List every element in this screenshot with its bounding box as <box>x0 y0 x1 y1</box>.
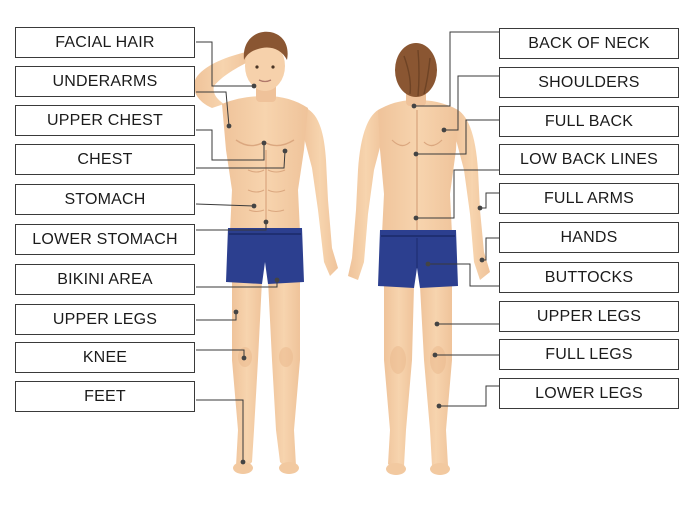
label-lower-stomach: LOWER STOMACH <box>15 224 195 255</box>
back-calf-shade-right <box>430 346 446 374</box>
leader-facial-hair <box>196 41 254 87</box>
front-mouth <box>258 79 272 83</box>
back-right-leg <box>420 284 452 470</box>
label-full-legs: FULL LEGS <box>499 339 679 370</box>
leader-full-arms <box>480 192 499 209</box>
right-leader-dots <box>411 103 485 409</box>
back-calf-shade-left <box>390 346 406 374</box>
leader-shoulders <box>444 75 499 131</box>
leader-back-of-neck <box>414 31 499 107</box>
label-knee: KNEE <box>15 342 195 373</box>
dot-chest <box>282 148 288 154</box>
front-abs-row-2 <box>247 189 286 193</box>
dot-full-arms <box>477 205 483 211</box>
dot-full-legs <box>432 352 438 358</box>
front-hair <box>243 31 288 60</box>
leader-stomach <box>195 203 255 207</box>
dot-underarms <box>226 123 232 129</box>
dot-stomach <box>251 203 257 209</box>
dot-feet <box>240 459 246 465</box>
front-eye-left <box>255 65 259 69</box>
leader-low-back-lines <box>416 169 499 219</box>
front-knee-shade-right <box>279 347 293 367</box>
leader-underarms <box>196 91 230 127</box>
label-stomach: STOMACH <box>15 184 195 215</box>
leader-upper-chest <box>196 129 265 161</box>
dot-hands <box>479 257 485 263</box>
dot-full-back <box>413 151 419 157</box>
back-left-foot <box>386 463 406 475</box>
label-upper-legs: UPPER LEGS <box>15 304 195 335</box>
dot-lower-stomach <box>263 219 269 225</box>
leader-knee <box>196 349 245 358</box>
dot-low-back-lines <box>413 215 419 221</box>
back-right-foot <box>430 463 450 475</box>
label-chest: CHEST <box>15 144 195 175</box>
dot-lower-legs <box>436 403 442 409</box>
dot-facial-hair <box>251 83 257 89</box>
leader-full-back <box>416 119 499 155</box>
dot-knee <box>241 355 247 361</box>
label-upper-chest: UPPER CHEST <box>15 105 195 136</box>
leader-buttocks <box>428 263 499 287</box>
dot-shoulders <box>441 127 447 133</box>
back-shoulder-blades <box>391 139 443 147</box>
back-left-arm <box>348 110 384 280</box>
dot-upper-legs-back <box>434 321 440 327</box>
label-full-back: FULL BACK <box>499 106 679 137</box>
front-torso <box>222 96 308 232</box>
front-down-arm <box>302 108 338 276</box>
front-left-leg <box>232 276 262 468</box>
label-back-of-neck: BACK OF NECK <box>499 28 679 59</box>
dot-buttocks <box>425 261 431 267</box>
back-hair-strands <box>403 49 431 97</box>
dot-upper-legs <box>233 309 239 315</box>
leader-chest <box>196 150 286 169</box>
label-feet: FEET <box>15 381 195 412</box>
label-facial-hair: FACIAL HAIR <box>15 27 195 58</box>
label-lower-legs: LOWER LEGS <box>499 378 679 409</box>
back-right-arm <box>454 110 490 280</box>
label-bikini-area: BIKINI AREA <box>15 264 195 295</box>
label-full-arms: FULL ARMS <box>499 183 679 214</box>
front-raised-arm <box>193 52 252 108</box>
dot-upper-chest <box>261 140 267 146</box>
label-low-back-lines: LOW BACK LINES <box>499 144 679 175</box>
back-left-leg <box>384 284 414 470</box>
label-shoulders: SHOULDERS <box>499 67 679 98</box>
front-right-leg <box>268 276 300 468</box>
left-leader-dots <box>226 83 288 465</box>
front-shorts <box>226 228 304 284</box>
back-shorts <box>378 230 458 288</box>
left-leader-lines <box>195 41 286 462</box>
front-head <box>245 41 285 91</box>
front-abs-row-3 <box>248 209 285 213</box>
front-left-foot <box>233 462 253 474</box>
front-figure <box>193 31 338 474</box>
front-eye-right <box>271 65 275 69</box>
leader-lower-legs <box>439 385 499 407</box>
label-upper-legs-back: UPPER LEGS <box>499 301 679 332</box>
front-right-foot <box>279 462 299 474</box>
leader-feet <box>196 399 244 462</box>
dot-back-of-neck <box>411 103 417 109</box>
leader-lower-stomach <box>196 222 267 231</box>
label-underarms: UNDERARMS <box>15 66 195 97</box>
right-leader-lines <box>414 31 499 407</box>
front-abs-row-1 <box>247 169 286 173</box>
back-figure <box>348 43 490 475</box>
label-buttocks: BUTTOCKS <box>499 262 679 293</box>
dot-bikini-area <box>274 277 280 283</box>
label-hands: HANDS <box>499 222 679 253</box>
leader-upper-legs <box>196 312 237 321</box>
back-torso <box>378 100 458 234</box>
back-head <box>395 43 437 97</box>
